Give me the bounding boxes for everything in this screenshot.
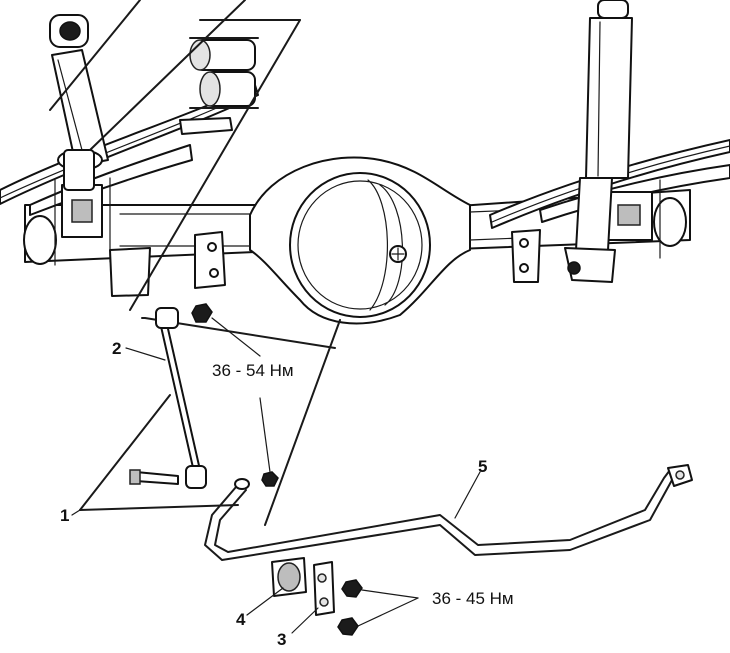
link-upper-bushing [155, 307, 179, 329]
left-shock-absorber [49, 14, 109, 191]
clamp-and-bushing [271, 557, 419, 636]
callout-2: 2 [112, 339, 121, 358]
left-spring-shackle [189, 37, 259, 109]
clamp-nut-upper [341, 579, 363, 598]
axle-mount-brackets [109, 229, 541, 297]
callout-4: 4 [236, 610, 246, 629]
callout-5: 5 [478, 457, 487, 476]
clamp-nut-lower [337, 617, 359, 636]
torque-label-link-nuts: 36 - 54 Нм [212, 361, 294, 380]
callout-leaders [71, 347, 481, 634]
explode-guide-lines [49, 0, 341, 526]
callout-1: 1 [60, 506, 69, 525]
torque-label-clamp-nuts: 36 - 45 Нм [432, 589, 514, 608]
stabilizer-bar [204, 464, 693, 561]
link-lower-bushing [185, 465, 207, 489]
lower-bolt [135, 471, 179, 485]
stabilizer-link-assembly [129, 303, 279, 489]
clamp-3 [313, 561, 335, 616]
callout-3: 3 [277, 630, 286, 649]
axle-housing [23, 156, 691, 325]
right-shock-absorber [564, 0, 633, 283]
